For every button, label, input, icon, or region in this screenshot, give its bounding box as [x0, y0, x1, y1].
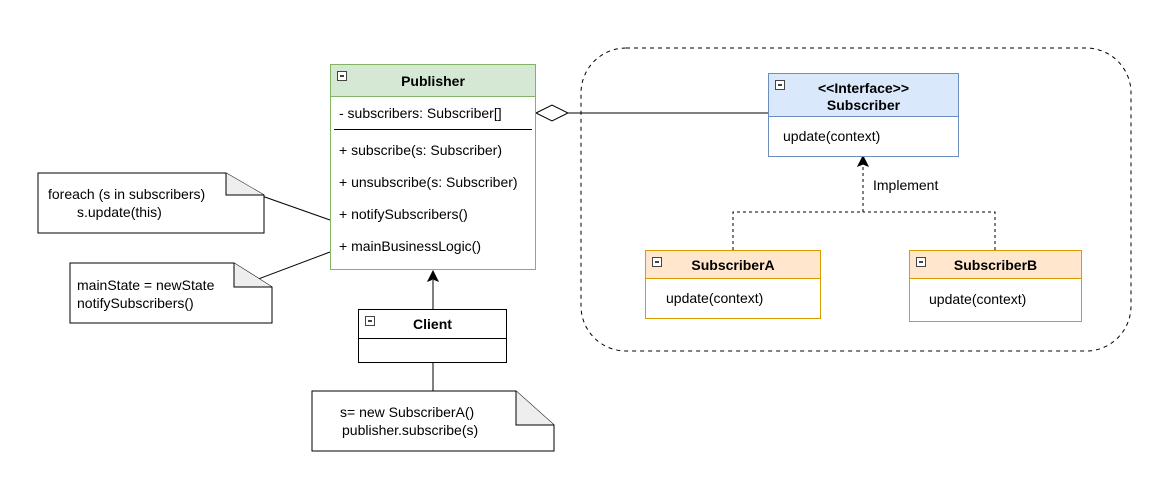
collapse-icon[interactable]: [775, 80, 785, 90]
note-business-shape: [69, 262, 273, 324]
note-line: notifySubscribers(): [77, 295, 194, 311]
publisher-title: Publisher: [401, 73, 465, 89]
collapse-icon[interactable]: [365, 316, 375, 326]
note-notify-text: foreach (s in subscribers) s.update(this…: [48, 185, 205, 221]
publisher-field: - subscribers: Subscriber[]: [339, 105, 502, 121]
subscriber-b-method: update(context): [929, 291, 1027, 307]
publisher-method: + mainBusinessLogic(): [339, 238, 482, 254]
implement-label: Implement: [873, 177, 939, 193]
client-header: Client: [359, 310, 506, 339]
note-line: publisher.subscribe(s): [342, 422, 479, 438]
client-class[interactable]: Client: [358, 309, 507, 363]
publisher-divider: [334, 129, 532, 130]
publisher-method: + unsubscribe(s: Subscriber): [339, 174, 518, 190]
publisher-class[interactable]: Publisher - subscribers: Subscriber[] + …: [330, 64, 536, 270]
implement-line-b: [863, 211, 996, 250]
note-line: s.update(this): [77, 204, 162, 220]
subscriber-stereotype: <<Interface>>: [817, 80, 910, 96]
implement-arrowhead: [856, 154, 870, 167]
subscriber-a-header: SubscriberA: [646, 251, 820, 279]
subscriber-interface[interactable]: <<Interface>> Subscriber update(context): [768, 73, 959, 157]
subscriber-a-class[interactable]: SubscriberA update(context): [645, 250, 821, 319]
collapse-icon[interactable]: [916, 257, 926, 267]
note-client-shape: [311, 390, 555, 452]
subscriber-method: update(context): [783, 128, 881, 144]
publisher-method: + subscribe(s: Subscriber): [339, 142, 503, 158]
note-line: foreach (s in subscribers): [48, 186, 206, 202]
client-title: Client: [413, 316, 452, 332]
note-notify-shape: [37, 172, 265, 234]
subscriber-b-header: SubscriberB: [910, 251, 1081, 279]
business-note-connector: [252, 251, 331, 282]
publisher-method: + notifySubscribers(): [339, 206, 468, 222]
client-to-publisher-arrowhead: [426, 269, 440, 282]
collapse-icon[interactable]: [337, 71, 347, 81]
note-line: s= new SubscriberA(): [340, 404, 475, 420]
subscriber-a-method: update(context): [666, 290, 764, 306]
subscriber-header: <<Interface>> Subscriber: [769, 74, 958, 117]
collapse-icon[interactable]: [652, 257, 662, 267]
subscribers-group-boundary: [580, 47, 1132, 352]
subscriber-a-title: SubscriberA: [691, 257, 775, 273]
implement-line-a: [732, 211, 863, 250]
publisher-header: Publisher: [331, 65, 535, 97]
note-client-text: s= new SubscriberA() publisher.subscribe…: [340, 403, 478, 439]
subscriber-title: Subscriber: [826, 97, 901, 113]
note-business-text: mainState = newState notifySubscribers(): [77, 276, 214, 312]
subscriber-b-title: SubscriberB: [953, 257, 1038, 273]
note-line: mainState = newState: [77, 277, 215, 293]
subscriber-b-class[interactable]: SubscriberB update(context): [909, 250, 1082, 322]
aggregation-diamond: [534, 104, 570, 122]
